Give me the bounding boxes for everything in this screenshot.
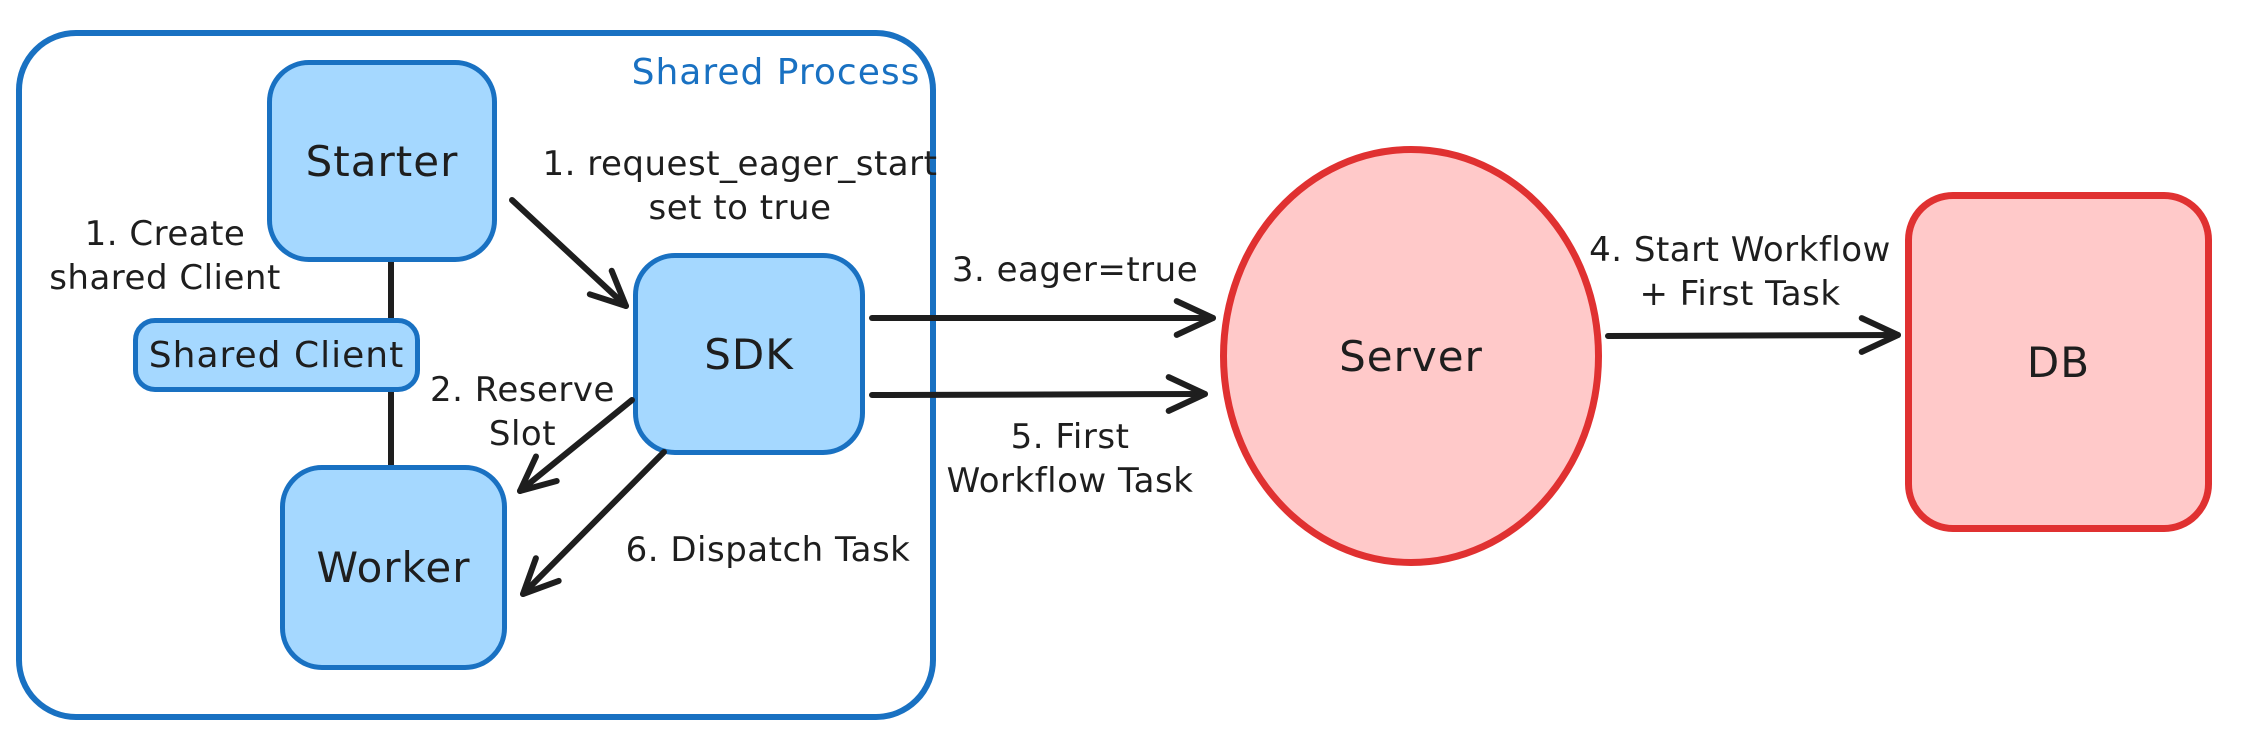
server-node: Server [1220,146,1602,566]
annotation-dispatch-task: 6. Dispatch Task [625,530,911,570]
shared-client-label: Shared Client [148,334,405,376]
annotation-first-workflow-task: 5. First Workflow Task [946,417,1194,502]
sdk-node: SDK [633,253,865,455]
arrowhead-sdk-to-server-first-task [1165,374,1208,414]
annotation-reserve-slot: 2. Reserve Slot [430,370,615,455]
shared-process-container [16,30,936,720]
shared-client-node: Shared Client [133,318,420,392]
arrow-server-to-db [1605,332,1901,339]
annotation-eager-true: 3. eager=true [951,250,1199,290]
worker-node: Worker [280,465,507,670]
annotation-start-workflow: 4. Start Workflow + First Task [1589,230,1891,315]
db-label: DB [2026,337,2091,387]
arrowhead-server-to-db [1858,315,1901,355]
shared-process-title: Shared Process [631,52,921,93]
starter-node: Starter [267,60,497,262]
db-node: DB [1905,192,2212,532]
annotation-create-shared-client: 1. Create shared Client [49,214,281,299]
sdk-label: SDK [704,329,794,379]
server-label: Server [1339,331,1483,381]
worker-label: Worker [316,543,471,592]
arrowhead-sdk-to-server-eager [1173,298,1216,338]
starter-label: Starter [305,136,459,186]
annotation-request-eager-start: 1. request_eager_start set to true [542,144,938,229]
